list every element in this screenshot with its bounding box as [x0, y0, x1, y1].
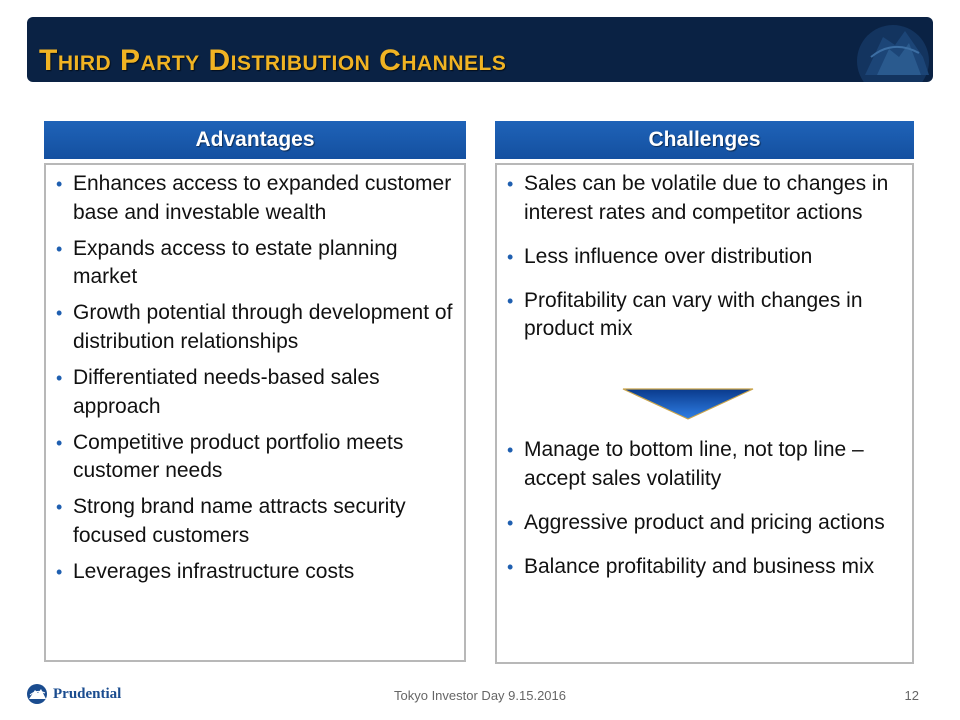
list-item: •Leverages infrastructure costs: [44, 558, 458, 587]
footer-caption: Tokyo Investor Day 9.15.2016: [394, 688, 566, 703]
bullet-dot-icon: •: [56, 174, 63, 194]
list-item: •Competitive product portfolio meets cus…: [56, 430, 404, 483]
advantages-header: Advantages: [44, 121, 466, 159]
advantages-list: •Enhances access to expanded customer ba…: [44, 170, 458, 594]
list-item: •Manage to bottom line, not top line – a…: [507, 438, 864, 490]
bullet-dot-icon: •: [56, 238, 63, 259]
advantages-panel: [44, 163, 466, 662]
challenges-list: •Sales can be volatile due to changes in…: [495, 170, 905, 359]
list-item: •Balance profitability and business mix: [495, 553, 905, 582]
rock-emblem-icon: [857, 25, 929, 82]
bullet-dot-icon: •: [56, 432, 63, 453]
challenges-panel: [495, 163, 914, 664]
list-item: •Growth potential through development of…: [56, 301, 453, 353]
list-item: •Differentiated needs-based sales approa…: [56, 366, 380, 418]
title-bar: Third Party Distribution Channels: [27, 17, 933, 82]
brand-name: Prudential: [53, 686, 122, 702]
list-item: •Enhances access to expanded customer ba…: [56, 172, 452, 224]
bullet-dot-icon: •: [56, 497, 63, 518]
list-item: •Profitability can vary with changes in …: [507, 288, 863, 341]
bullet-dot-icon: •: [56, 562, 63, 583]
bullet-dot-icon: •: [507, 246, 514, 267]
bullet-dot-icon: •: [507, 512, 514, 533]
prudential-rock-logo-icon: [27, 684, 47, 704]
list-item: •Sales can be volatile due to changes in…: [507, 172, 889, 224]
responses-list: •Manage to bottom line, not top line – a…: [495, 436, 905, 597]
bullet-dot-icon: •: [507, 440, 514, 460]
page-number: 12: [904, 688, 919, 703]
list-item: •Expands access to estate planning marke…: [56, 236, 398, 289]
bullet-dot-icon: •: [507, 290, 514, 311]
bullet-dot-icon: •: [56, 303, 63, 324]
list-item: •Strong brand name attracts security foc…: [56, 495, 406, 547]
bullet-dot-icon: •: [507, 174, 514, 194]
down-arrow-icon: [622, 388, 754, 420]
list-item: •Less influence over distribution: [495, 243, 905, 272]
challenges-header: Challenges: [495, 121, 914, 159]
bullet-dot-icon: •: [507, 556, 514, 577]
slide-title: Third Party Distribution Channels: [39, 44, 507, 77]
list-item: •Aggressive product and pricing actions: [495, 509, 905, 538]
bullet-dot-icon: •: [56, 368, 63, 389]
